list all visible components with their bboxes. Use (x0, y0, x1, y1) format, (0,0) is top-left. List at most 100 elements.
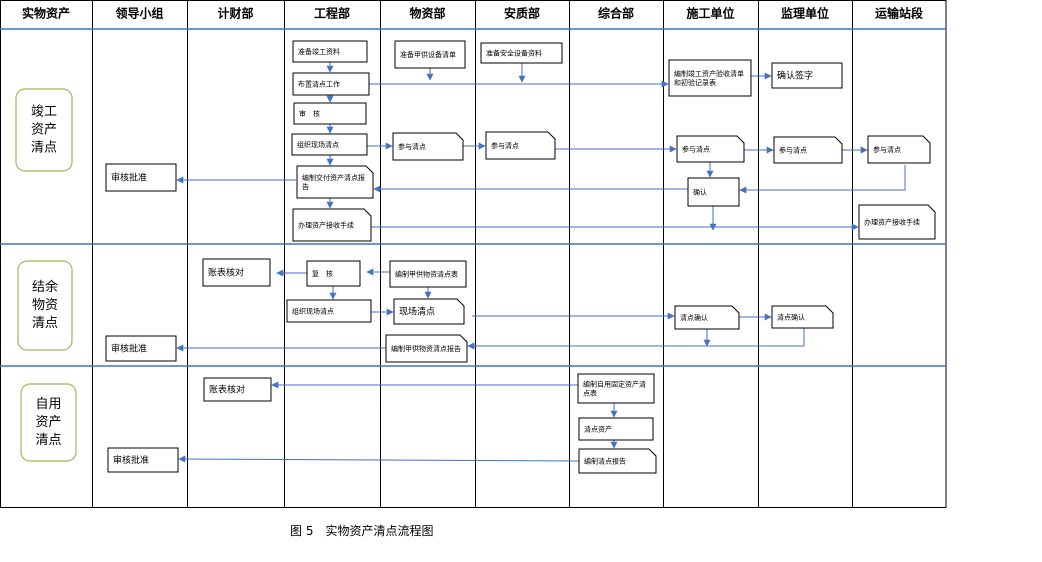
phase-label: 竣工 (31, 105, 57, 120)
phase-box-p1 (15, 88, 73, 172)
lane-header: 实物资产 (22, 6, 70, 21)
lane-header: 监理单位 (781, 6, 829, 21)
node-label: 编制交付资产清点报告 (302, 173, 365, 191)
node-n16: 确认 (687, 177, 740, 207)
node-n28: 账表核对 (203, 377, 272, 402)
node-label: 布置清点工作 (298, 79, 340, 88)
node-n27: 编制甲供物资清点报告 (385, 334, 468, 363)
node-shape (107, 447, 179, 473)
node-shape (393, 298, 465, 325)
node-n1: 准备竣工资料 (292, 40, 368, 63)
node-label: 办理资产接收手续 (864, 217, 920, 226)
node-shape (687, 177, 740, 207)
node-label: 编制甲供物资清点表 (395, 269, 458, 278)
phase-label: 清点 (31, 141, 57, 156)
node-shape (292, 208, 372, 242)
node-shape (392, 132, 464, 161)
lane-header: 物资部 (409, 6, 445, 21)
phase-label: 结余 (32, 279, 58, 295)
node-label: 复 核 (312, 269, 333, 278)
node-label: 准备竣工资料 (298, 47, 340, 56)
node-shape (394, 40, 466, 69)
node-label: 清点确认 (680, 313, 708, 322)
phase-label: 物资 (32, 298, 58, 313)
node-n5: 确认签字 (771, 62, 843, 89)
node-n10: 参与清点 (485, 131, 556, 160)
node-n24: 清点确认 (674, 305, 740, 330)
node-n6: 布置清点工作 (292, 72, 370, 96)
lane-header: 运输站段 (875, 6, 924, 21)
node-label: 参与清点 (491, 141, 519, 150)
grid-frame (0, 0, 947, 508)
node-label: 账表核对 (209, 384, 245, 396)
node-n32: 编制清点报告 (578, 448, 657, 474)
process-nodes: 准备竣工资料准备甲供设备清单准备安全设备资料编制竣工资产验收清单和初验记录表确认… (105, 40, 936, 474)
node-label: 参与清点 (779, 145, 807, 154)
node-shape (578, 417, 654, 441)
node-n12: 参与清点 (773, 136, 843, 164)
node-n9: 参与清点 (392, 132, 464, 161)
node-shape (286, 299, 372, 323)
node-label: 准备甲供设备清单 (400, 50, 456, 59)
node-label: 审核批准 (113, 454, 149, 466)
node-n7: 审 核 (293, 102, 367, 125)
node-n4: 编制竣工资产验收清单和初验记录表 (668, 59, 752, 97)
node-n2: 准备甲供设备清单 (394, 40, 466, 69)
node-shape (771, 305, 834, 329)
node-shape (858, 204, 936, 240)
node-label: 审 核 (299, 109, 320, 118)
node-label: 参与清点 (398, 142, 426, 151)
node-shape (867, 135, 931, 164)
node-label: 确认签字 (777, 70, 813, 82)
node-shape (306, 260, 361, 287)
node-n11: 参与清点 (676, 135, 745, 163)
node-n13: 参与清点 (867, 135, 931, 164)
node-label: 编制甲供物资清点报告 (391, 344, 461, 353)
node-n14: 审核批准 (105, 163, 177, 192)
node-shape (480, 42, 563, 64)
node-shape (668, 59, 752, 97)
node-shape (485, 131, 556, 160)
node-shape (385, 334, 468, 363)
node-shape (389, 260, 467, 288)
node-shape (292, 40, 368, 63)
node-label: 账表核对 (208, 267, 244, 279)
node-shape (293, 102, 367, 125)
node-label: 组织现场清点 (292, 306, 334, 315)
lane-headers: 实物资产领导小组计财部工程部物资部安质部综合部施工单位监理单位运输站段 (22, 6, 924, 21)
node-label: 现场清点 (399, 306, 435, 318)
node-label: 清点资产 (584, 424, 612, 433)
node-n23: 现场清点 (393, 298, 465, 325)
node-shape (773, 136, 843, 164)
node-shape (105, 335, 177, 362)
phase-box-p3 (20, 383, 77, 462)
phase-box-p2 (17, 260, 73, 351)
node-shape (676, 135, 745, 163)
node-shape (674, 305, 740, 330)
phase-label: 清点 (32, 316, 58, 331)
lane-header: 工程部 (314, 6, 350, 21)
node-shape (291, 133, 368, 156)
node-label: 确认 (693, 187, 707, 196)
node-label: 审核批准 (111, 343, 147, 355)
swimlane-grid (0, 0, 947, 508)
node-shape (577, 373, 655, 404)
node-label: 编制竣工资产验收清单和初验记录表 (674, 69, 744, 87)
node-n15: 编制交付资产清点报告 (296, 165, 374, 199)
phase-label: 资产 (35, 415, 61, 430)
node-label: 编制清点报告 (584, 456, 626, 465)
phase-label: 自用 (35, 397, 61, 412)
node-n29: 编制自用固定资产清点表 (577, 373, 655, 404)
node-n26: 审核批准 (105, 335, 177, 362)
node-shape (296, 165, 374, 199)
lane-header: 安质部 (504, 6, 540, 21)
lane-header: 计财部 (217, 6, 253, 21)
node-n20: 复 核 (306, 260, 361, 287)
lane-header: 施工单位 (686, 6, 734, 21)
node-label: 参与清点 (873, 145, 901, 154)
node-label: 审核批准 (111, 172, 147, 184)
lane-header: 综合部 (598, 6, 634, 21)
node-label: 准备安全设备资料 (486, 48, 542, 57)
node-n21: 编制甲供物资清点表 (389, 260, 467, 288)
